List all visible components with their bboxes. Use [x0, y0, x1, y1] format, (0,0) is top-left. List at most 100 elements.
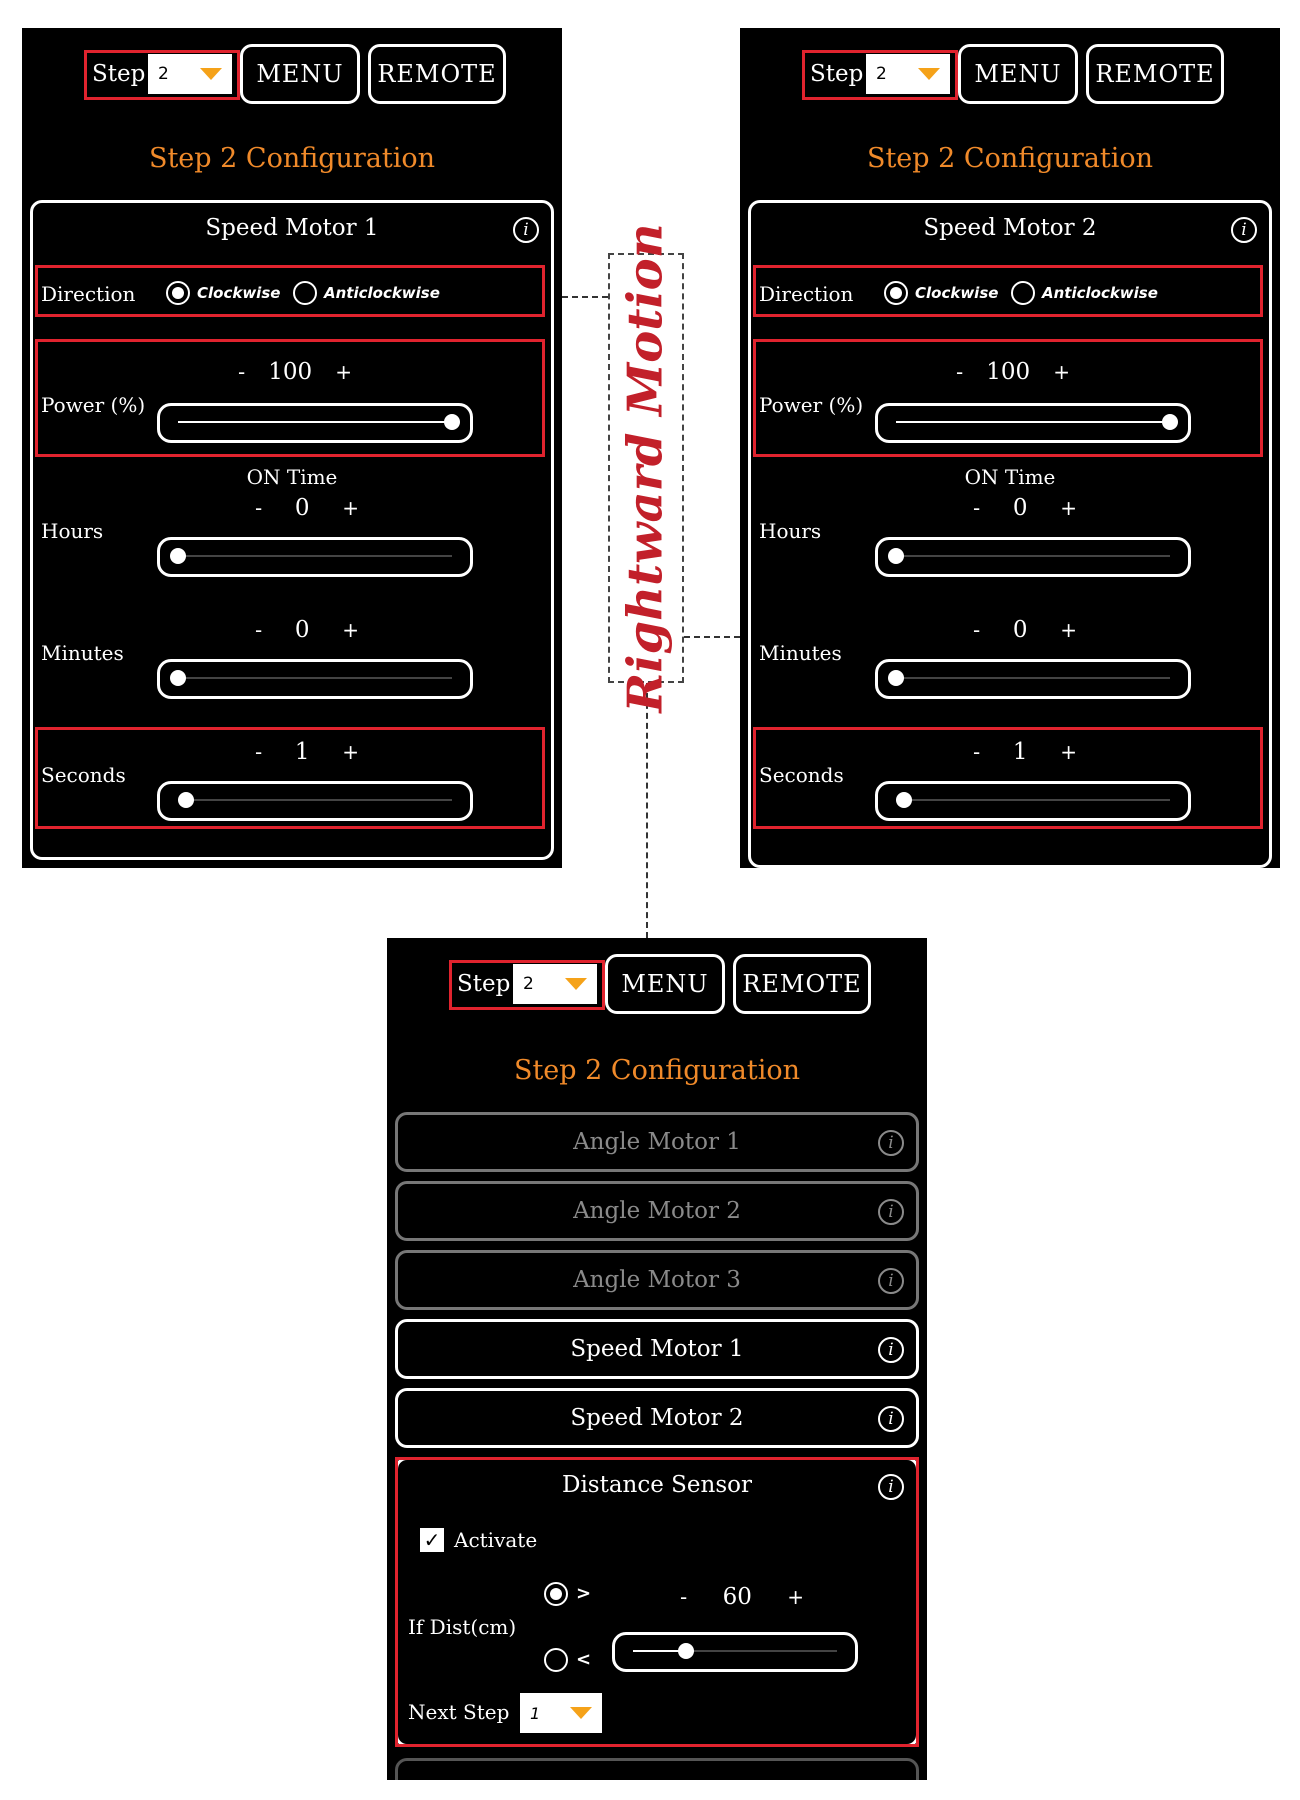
seconds-decrement-button[interactable]: -: [255, 740, 263, 764]
panel-title: Angle Motor 1: [573, 1129, 741, 1155]
seconds-increment-button[interactable]: +: [1060, 740, 1077, 764]
info-icon[interactable]: i: [1231, 217, 1257, 243]
info-icon[interactable]: i: [878, 1199, 904, 1225]
info-icon[interactable]: i: [878, 1406, 904, 1432]
direction-label: Direction: [759, 282, 854, 306]
remote-button[interactable]: REMOTE: [733, 954, 871, 1014]
hours-decrement-button[interactable]: -: [973, 496, 981, 520]
minutes-value: 0: [1012, 617, 1028, 643]
dropdown-arrow-icon: [565, 978, 587, 990]
power-slider[interactable]: [157, 403, 473, 443]
step-dropdown[interactable]: 2: [148, 54, 232, 94]
power-decrement-button[interactable]: -: [238, 360, 246, 384]
seconds-slider[interactable]: [875, 781, 1191, 821]
hours-slider-knob[interactable]: [888, 548, 904, 564]
seconds-slider[interactable]: [157, 781, 473, 821]
speed-motor-2-panel[interactable]: Speed Motor 2 i: [395, 1388, 919, 1448]
power-slider[interactable]: [875, 403, 1191, 443]
seconds-value: 1: [1012, 739, 1028, 765]
power-slider-fill: [178, 421, 452, 423]
distance-increment-button[interactable]: +: [787, 1585, 804, 1609]
remote-button[interactable]: REMOTE: [368, 44, 506, 104]
power-increment-button[interactable]: +: [1053, 360, 1070, 384]
power-label: Power (%): [41, 393, 146, 417]
config-title: Step 2 Configuration: [513, 1055, 801, 1086]
minutes-decrement-button[interactable]: -: [973, 618, 981, 642]
connector-right: [684, 636, 740, 638]
minutes-stepper: - 0 +: [255, 617, 359, 643]
minutes-decrement-button[interactable]: -: [255, 618, 263, 642]
distance-slider[interactable]: [612, 1632, 858, 1672]
hours-slider[interactable]: [157, 537, 473, 577]
distance-stepper: - 60 +: [680, 1584, 804, 1610]
step-selector[interactable]: Step 2: [806, 52, 954, 96]
hours-increment-button[interactable]: +: [342, 496, 359, 520]
angle-motor-2-panel[interactable]: Angle Motor 2 i: [395, 1181, 919, 1241]
clockwise-radio[interactable]: [884, 281, 908, 305]
minutes-increment-button[interactable]: +: [342, 618, 359, 642]
speed-motor-1-panel[interactable]: Speed Motor 1 i: [395, 1319, 919, 1379]
seconds-slider-knob[interactable]: [178, 792, 194, 808]
distance-decrement-button[interactable]: -: [680, 1585, 688, 1609]
power-slider-knob[interactable]: [1162, 414, 1178, 430]
distance-slider-knob[interactable]: [678, 1643, 695, 1659]
step-label: Step: [810, 61, 864, 87]
less-than-radio[interactable]: [544, 1648, 568, 1672]
seconds-decrement-button[interactable]: -: [973, 740, 981, 764]
power-decrement-button[interactable]: -: [956, 360, 964, 384]
step-value: 2: [876, 64, 887, 84]
clockwise-radio[interactable]: [166, 281, 190, 305]
hours-decrement-button[interactable]: -: [255, 496, 263, 520]
power-stepper: - 100 +: [238, 359, 352, 385]
menu-button[interactable]: MENU: [240, 44, 360, 104]
activate-label: Activate: [454, 1528, 538, 1552]
greater-than-label: >: [576, 1583, 592, 1604]
step-value: 2: [158, 64, 169, 84]
power-value: 100: [268, 359, 313, 385]
minutes-slider[interactable]: [157, 659, 473, 699]
panel-title: Angle Motor 2: [573, 1198, 741, 1224]
minutes-slider-knob[interactable]: [888, 670, 904, 686]
angle-motor-1-panel[interactable]: Angle Motor 1 i: [395, 1112, 919, 1172]
hours-slider[interactable]: [875, 537, 1191, 577]
power-increment-button[interactable]: +: [335, 360, 352, 384]
remote-button[interactable]: REMOTE: [1086, 44, 1224, 104]
connector-down: [646, 683, 648, 938]
seconds-slider-knob[interactable]: [896, 792, 912, 808]
seconds-label: Seconds: [759, 763, 844, 787]
anticlockwise-radio[interactable]: [1011, 281, 1035, 305]
config-title: Step 2 Configuration: [866, 143, 1154, 174]
next-step-dropdown[interactable]: 1: [520, 1693, 602, 1733]
info-icon[interactable]: i: [878, 1337, 904, 1363]
hours-slider-knob[interactable]: [170, 548, 186, 564]
clockwise-label: Clockwise: [915, 284, 999, 302]
activate-checkbox[interactable]: ✓: [420, 1528, 444, 1552]
next-step-label: Next Step: [408, 1700, 510, 1724]
minutes-slider-knob[interactable]: [170, 670, 186, 686]
minutes-increment-button[interactable]: +: [1060, 618, 1077, 642]
panel-title: Distance Sensor: [562, 1472, 752, 1498]
greater-than-radio[interactable]: [544, 1582, 568, 1606]
angle-motor-3-panel[interactable]: Angle Motor 3 i: [395, 1250, 919, 1310]
menu-button[interactable]: MENU: [958, 44, 1078, 104]
minutes-slider[interactable]: [875, 659, 1191, 699]
menu-button[interactable]: MENU: [605, 954, 725, 1014]
step-dropdown[interactable]: 2: [513, 964, 597, 1004]
on-time-label: ON Time: [246, 465, 338, 489]
minutes-stepper: - 0 +: [973, 617, 1077, 643]
hours-value: 0: [1012, 495, 1028, 521]
power-slider-knob[interactable]: [444, 414, 460, 430]
step-selector[interactable]: Step 2: [88, 52, 236, 96]
step-dropdown[interactable]: 2: [866, 54, 950, 94]
seconds-increment-button[interactable]: +: [342, 740, 359, 764]
info-icon[interactable]: i: [878, 1474, 904, 1500]
info-icon[interactable]: i: [878, 1130, 904, 1156]
anticlockwise-radio[interactable]: [293, 281, 317, 305]
panel-title: Speed Motor 1: [205, 215, 379, 241]
power-slider-fill: [896, 421, 1170, 423]
info-icon[interactable]: i: [513, 217, 539, 243]
anticlockwise-label: Anticlockwise: [324, 284, 440, 302]
hours-increment-button[interactable]: +: [1060, 496, 1077, 520]
info-icon[interactable]: i: [878, 1268, 904, 1294]
step-selector[interactable]: Step 2: [453, 962, 601, 1006]
